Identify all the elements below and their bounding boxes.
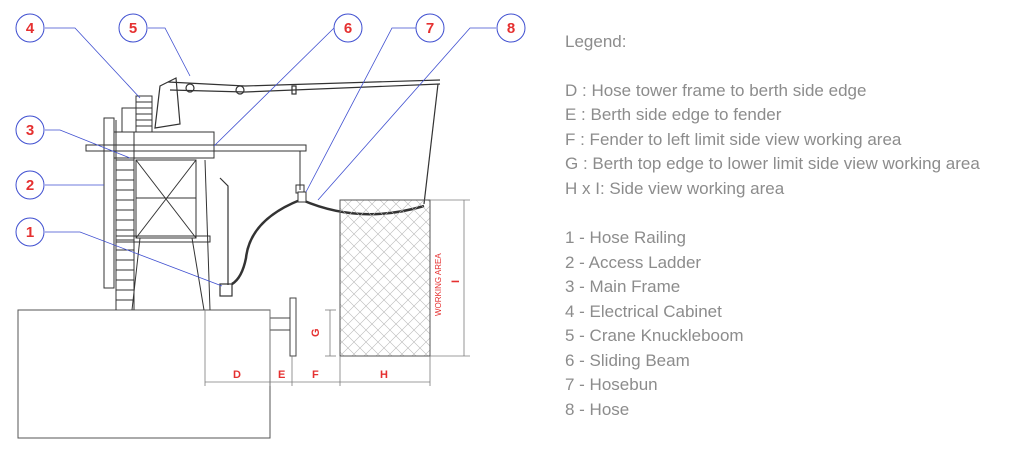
- legend-item-E: E : Berth side edge to fender: [565, 105, 782, 124]
- callout-6: 6: [333, 13, 363, 43]
- callout-7: 7: [415, 13, 445, 43]
- legend-item-8: 8 - Hose: [565, 399, 630, 419]
- callout-leaders: [45, 27, 496, 287]
- technical-diagram: WORKING AREA D E F H G I 4 5: [15, 13, 526, 439]
- callout-3: 3: [15, 115, 45, 145]
- svg-text:3: 3: [26, 122, 34, 139]
- dim-H: H: [380, 369, 388, 381]
- dim-I: I: [450, 280, 462, 283]
- legend-item-2: 2 - Access Ladder: [565, 252, 702, 272]
- dim-F: F: [312, 369, 319, 381]
- legend-item-1: 1 - Hose Railing: [565, 228, 686, 247]
- legend: Legend: D : Hose tower frame to berth si…: [565, 30, 1015, 422]
- svg-text:4: 4: [26, 20, 35, 37]
- legend-item-5: 5 - Crane Knuckleboom: [565, 326, 744, 345]
- hose-tower: [85, 117, 307, 311]
- working-area: [339, 199, 431, 357]
- dim-G: G: [310, 328, 322, 337]
- fender: [269, 297, 297, 357]
- legend-item-G: G : Berth top edge to lower limit side v…: [565, 154, 980, 173]
- crane-knuckleboom: [154, 77, 441, 205]
- svg-text:8: 8: [507, 20, 515, 37]
- legend-item-7: 7 - Hosebun: [565, 375, 658, 394]
- legend-item-HxI: H x I: Side view working area: [565, 178, 785, 198]
- callout-8: 8: [496, 13, 526, 43]
- svg-text:2: 2: [26, 177, 34, 194]
- dim-D: D: [233, 369, 241, 381]
- callout-1: 1: [15, 217, 45, 247]
- callout-2: 2: [15, 170, 45, 200]
- dim-E: E: [278, 369, 285, 381]
- hose-railing: [219, 177, 233, 297]
- electrical-cabinet: [121, 95, 153, 133]
- svg-text:5: 5: [129, 20, 137, 37]
- legend-spacer: [565, 201, 1015, 226]
- svg-text:7: 7: [426, 20, 434, 37]
- legend-item-D: D : Hose tower frame to berth side edge: [565, 80, 867, 100]
- legend-item-4: 4 - Electrical Cabinet: [565, 301, 722, 321]
- callout-5: 5: [118, 13, 148, 43]
- berth-block: [17, 309, 271, 439]
- callout-4: 4: [15, 13, 45, 43]
- dimension-lines: [204, 199, 470, 386]
- legend-item-F: F : Fender to left limit side view worki…: [565, 129, 902, 149]
- svg-text:6: 6: [344, 20, 352, 37]
- svg-text:1: 1: [26, 224, 34, 241]
- working-area-label: WORKING AREA: [434, 253, 443, 316]
- legend-item-3: 3 - Main Frame: [565, 277, 681, 296]
- legend-item-6: 6 - Sliding Beam: [565, 350, 690, 370]
- legend-title: Legend:: [565, 32, 627, 51]
